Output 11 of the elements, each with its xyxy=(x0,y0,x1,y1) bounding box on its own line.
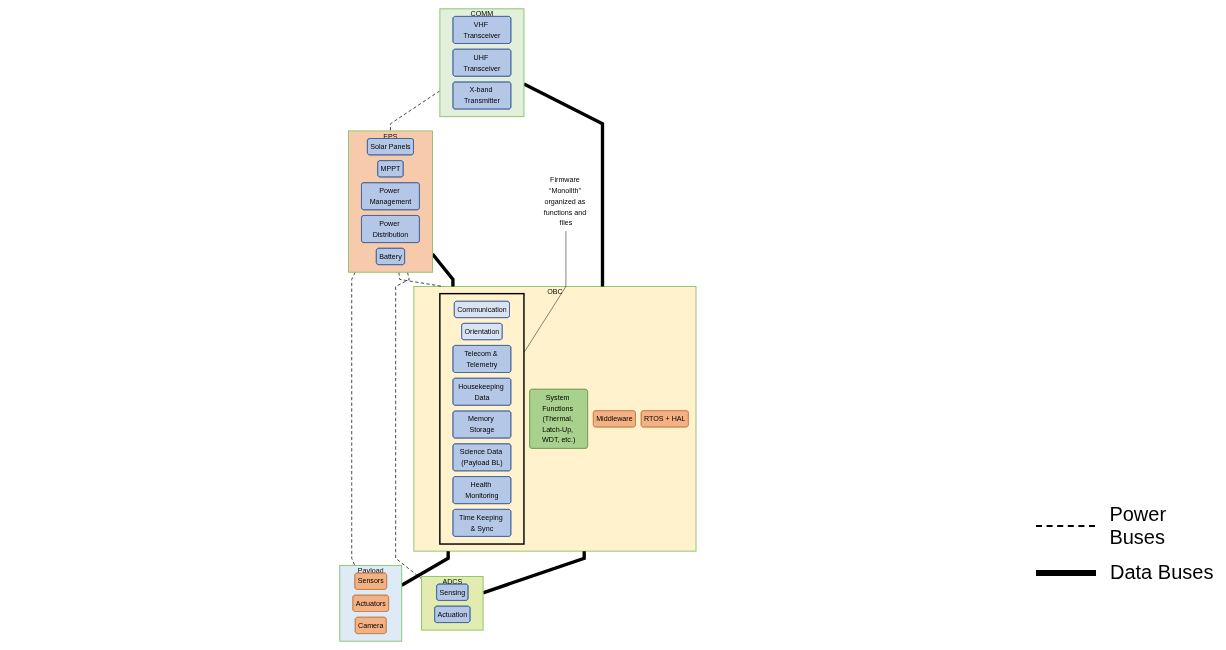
connector xyxy=(482,551,586,595)
cluster xyxy=(439,292,525,545)
connector xyxy=(431,252,455,287)
connector xyxy=(401,551,450,587)
connector xyxy=(523,82,605,287)
connector xyxy=(395,271,422,580)
connector xyxy=(390,90,441,132)
legend-label: Data Buses xyxy=(1110,561,1214,584)
legend-label: Power Buses xyxy=(1109,503,1168,549)
connector xyxy=(398,271,444,287)
connector xyxy=(351,271,356,566)
